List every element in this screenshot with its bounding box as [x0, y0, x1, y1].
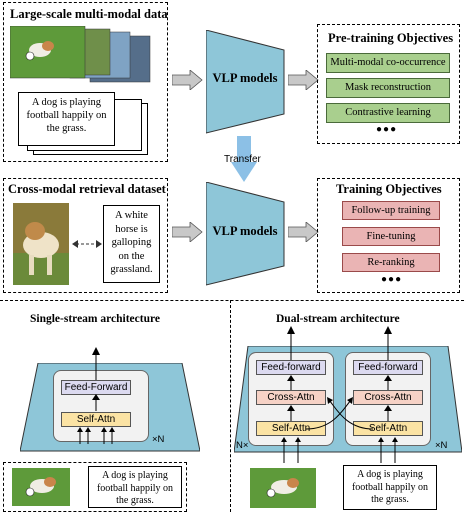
objective-item: Multi-modal co-occurrence: [326, 53, 450, 73]
bidirectional-match-arrow: [72, 240, 102, 248]
dual-cross-attn-left: Cross-Attn: [256, 390, 326, 405]
training-ellipsis: ●●●: [381, 274, 403, 285]
dual-feed-forward-right: Feed-forward: [353, 360, 423, 375]
pretrain-caption: A dog is playing football happily on the…: [18, 92, 115, 146]
dual-stream-arrows: [281, 326, 398, 463]
pretrain-objectives-panel: [317, 24, 460, 144]
vlp-model-shape-2: [206, 182, 285, 286]
pretrain-objectives-title: Pre-training Objectives: [328, 31, 454, 45]
dual-repeat-right: ×N: [435, 440, 448, 451]
single-input-panel: [3, 462, 187, 512]
gray-arrow-right-4: [288, 222, 319, 242]
vlp-label-2: VLP models: [212, 224, 278, 238]
single-self-attn: Self-Attn: [61, 412, 131, 427]
single-input-dog-image: [12, 468, 70, 506]
single-stream-title: Single-stream architecture: [30, 313, 160, 325]
dual-self-attn-left: Self-Attn: [256, 421, 326, 436]
pretrain-data-panel: [3, 2, 168, 162]
retrieval-caption: A white horse is galloping on the grassl…: [103, 205, 160, 283]
dual-input-caption: A dog is playing football happily on the…: [343, 465, 437, 510]
objective-item: Contrastive learning: [326, 103, 450, 123]
dual-feed-forward-left: Feed-forward: [256, 360, 326, 375]
training-objective-item: Follow-up training: [342, 201, 440, 220]
training-objective-item: Fine-tuning: [342, 227, 440, 246]
training-objective-item: Re-ranking: [342, 253, 440, 272]
horse-image: [13, 203, 69, 285]
training-objectives-title: Training Objectives: [336, 182, 442, 196]
dual-self-attn-right: Self-Attn: [353, 421, 423, 436]
section-divider: [0, 300, 464, 301]
single-stream-arrows: [77, 347, 115, 444]
gray-arrow-right-3: [172, 222, 203, 242]
dual-cross-attn-right: Cross-Attn: [353, 390, 423, 405]
single-repeat-label: ×N: [152, 434, 165, 445]
transfer-label: Transfer: [224, 154, 261, 165]
transfer-arrow: [231, 136, 257, 182]
single-input-caption: A dog is playing football happily on the…: [88, 466, 182, 508]
retrieval-dataset-panel: [3, 178, 168, 293]
objectives-ellipsis: ●●●: [376, 124, 398, 135]
pretrain-image-collage: [10, 26, 151, 83]
vlp-label-1: VLP models: [212, 71, 278, 85]
pretrain-data-title: Large-scale multi-modal data: [10, 7, 168, 21]
dual-input-dog-image: [250, 468, 316, 508]
gray-arrow-right-2: [288, 70, 319, 90]
vlp-model-shape-1: [206, 30, 285, 134]
gray-arrow-right-1: [172, 70, 203, 90]
dual-repeat-left: N×: [236, 440, 249, 451]
dual-stream-title: Dual-stream architecture: [276, 313, 400, 325]
retrieval-dataset-title: Cross-modal retrieval dataset: [8, 182, 166, 196]
objective-item: Mask reconstruction: [326, 78, 450, 98]
vertical-divider: [230, 300, 231, 512]
training-objectives-panel: [317, 178, 460, 293]
